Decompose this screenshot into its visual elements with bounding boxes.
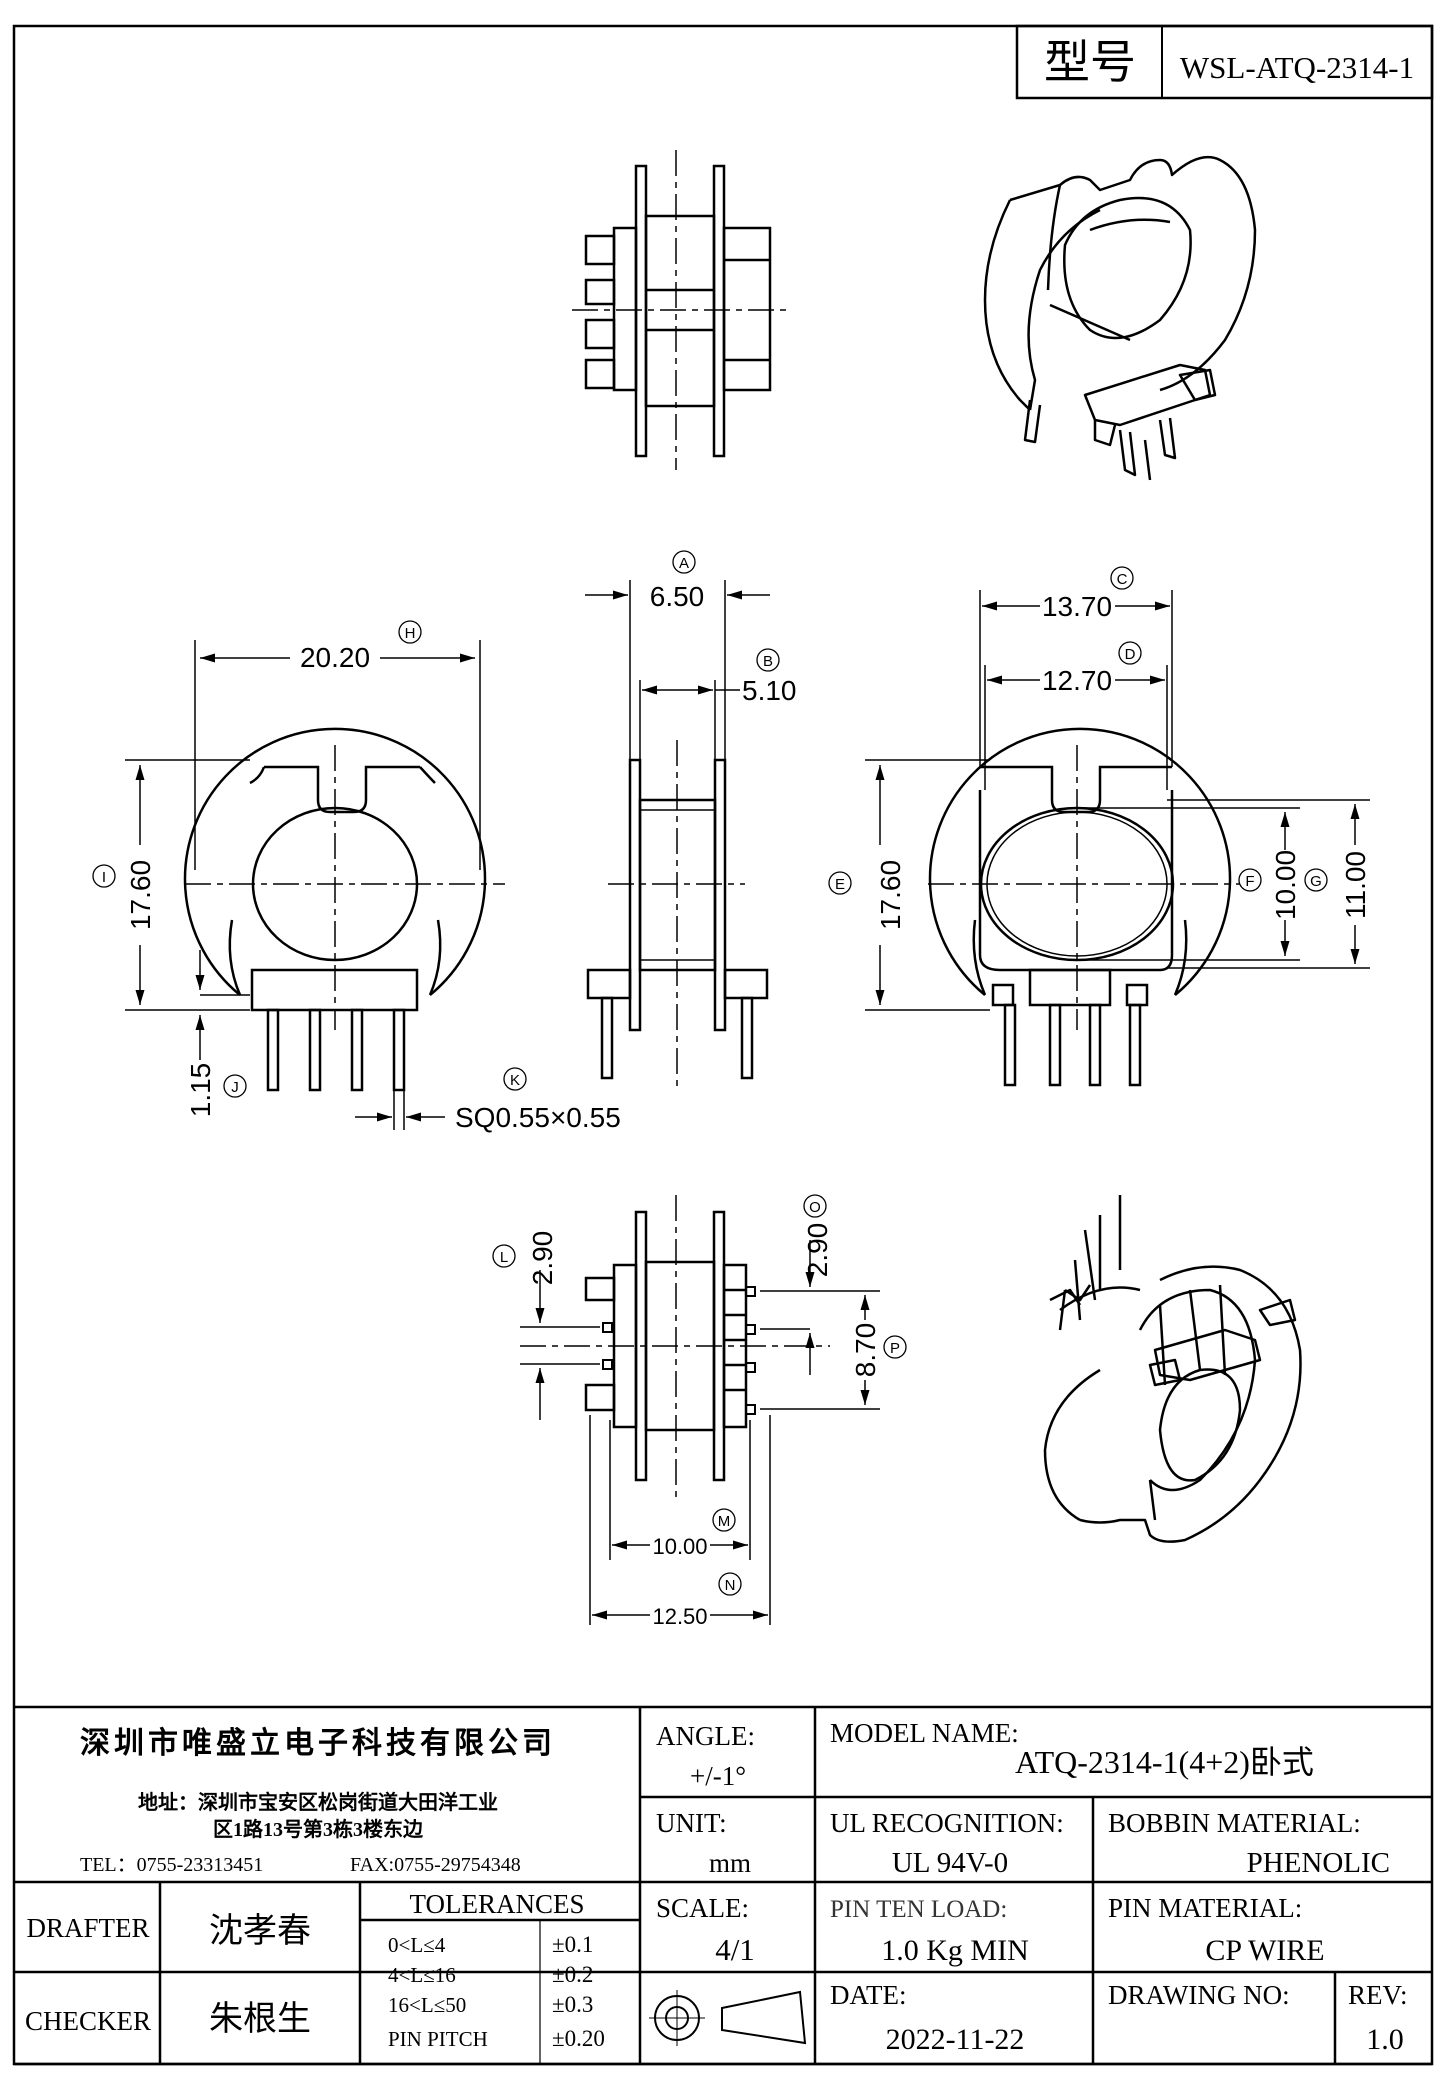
header-model-label: 型号 <box>1044 37 1136 88</box>
dim-c-tag: C <box>1117 571 1128 588</box>
dim-h-value: 20.20 <box>300 642 370 673</box>
company-info: 深圳市唯盛立电子科技有限公司 地址：深圳市宝安区松岗街道大田洋工业 区1路13号… <box>80 1726 556 1876</box>
rev-label: REV: <box>1348 1980 1408 2010</box>
tolerance-range: PIN PITCH <box>388 2027 488 2051</box>
angle-label: ANGLE: <box>656 1721 755 1751</box>
checker-label: CHECKER <box>25 2006 151 2036</box>
dim-i-tag: I <box>102 869 106 886</box>
iso-view-bottom <box>1043 1195 1302 1543</box>
projection-symbol-icon <box>649 1990 807 2046</box>
unit-label: UNIT: <box>656 1808 727 1838</box>
rev-value: 1.0 <box>1366 2023 1404 2056</box>
top-view <box>572 150 790 470</box>
tolerance-value: ±0.1 <box>552 1932 593 1957</box>
company-fax: FAX:0755-29754348 <box>350 1854 521 1876</box>
scale-label: SCALE: <box>656 1893 749 1923</box>
pin-material-label: PIN MATERIAL: <box>1108 1893 1302 1923</box>
dim-e-tag: E <box>835 876 845 893</box>
dim-l-value: 2.90 <box>527 1231 558 1286</box>
tolerance-value: ±0.20 <box>552 2026 605 2051</box>
iso-view-top <box>983 155 1257 481</box>
checker-value: 朱根生 <box>209 2000 311 2038</box>
dim-n-tag: N <box>725 1577 736 1594</box>
dim-d-value: 12.70 <box>1042 665 1112 696</box>
model-name-label: MODEL NAME: <box>830 1718 1019 1748</box>
company-address-2: 区1路13号第3栋3楼东边 <box>213 1817 424 1841</box>
tolerance-value: ±0.2 <box>552 1962 593 1987</box>
dim-e-value: 17.60 <box>875 860 906 930</box>
pin-ten-load-value: 1.0 Kg MIN <box>881 1934 1029 1967</box>
dim-h-tag: H <box>405 625 416 642</box>
front-view-right: 13.70 C 12.70 D 17.60 E 10.00 F 11.00 G <box>828 566 1371 1087</box>
dim-j-value: 1.15 <box>185 1063 216 1118</box>
drafter-value: 沈孝春 <box>209 1912 311 1950</box>
ul-label: UL RECOGNITION: <box>830 1808 1064 1838</box>
tolerance-range: 0<L≤4 <box>388 1933 446 1957</box>
header-model-box: 型号 WSL-ATQ-2314-1 <box>1015 24 1434 100</box>
dim-f-tag: F <box>1245 873 1254 890</box>
dim-k-tag: K <box>510 1072 520 1089</box>
side-view-center: 6.50 A 5.10 B <box>585 550 797 1090</box>
dim-g-value: 11.00 <box>1340 851 1371 919</box>
dim-o-tag: O <box>809 1199 821 1216</box>
title-block-grid <box>14 1705 1432 2066</box>
header-model-value: WSL-ATQ-2314-1 <box>1180 50 1414 85</box>
front-view-left: 20.20 H 17.60 I 1.15 J SQ0.55×0.55 K <box>92 620 621 1133</box>
dim-a-value: 6.50 <box>650 581 705 612</box>
drafter-label: DRAFTER <box>26 1913 149 1943</box>
drawing-no-label: DRAWING NO: <box>1108 1980 1290 2010</box>
dim-k-value: SQ0.55×0.55 <box>455 1102 621 1133</box>
pin-material-value: CP WIRE <box>1205 1934 1324 1967</box>
dim-c-value: 13.70 <box>1042 591 1112 622</box>
tolerance-value: ±0.3 <box>552 1992 593 2017</box>
dim-n-value: 12.50 <box>652 1604 707 1629</box>
tolerance-range: 4<L≤16 <box>388 1963 456 1987</box>
tolerance-range: 16<L≤50 <box>388 1993 466 2017</box>
model-name-value: ATQ-2314-1(4+2)卧式 <box>1015 1744 1314 1780</box>
dim-i-value: 17.60 <box>125 860 156 930</box>
bottom-view: 2.90 L 2.90 O 8.70 P 10.00 M 12.50 N <box>492 1194 907 1629</box>
title-block-fields: ANGLE: +/-1° MODEL NAME: ATQ-2314-1(4+2)… <box>25 1718 1408 2056</box>
company-tel: TEL：0755-23313451 <box>80 1854 263 1876</box>
date-value: 2022-11-22 <box>886 2023 1025 2056</box>
dim-j-tag: J <box>231 1079 239 1096</box>
date-label: DATE: <box>830 1980 907 2010</box>
dim-g-tag: G <box>1310 873 1322 890</box>
dim-f-value: 10.00 <box>1270 850 1301 920</box>
ul-value: UL 94V-0 <box>892 1847 1008 1879</box>
dim-m-value: 10.00 <box>652 1534 707 1559</box>
dim-l-tag: L <box>500 1249 508 1266</box>
unit-value: mm <box>709 1848 751 1878</box>
dim-o-value: 2.90 <box>802 1223 833 1278</box>
scale-value: 4/1 <box>715 1932 755 1967</box>
pin-ten-load-label: PIN TEN LOAD: <box>830 1896 1007 1923</box>
dim-b-tag: B <box>763 653 773 670</box>
dim-d-tag: D <box>1125 646 1136 663</box>
dim-m-tag: M <box>718 1513 731 1530</box>
dim-b-value: 5.10 <box>742 675 797 706</box>
dim-a-tag: A <box>679 555 689 572</box>
company-name: 深圳市唯盛立电子科技有限公司 <box>80 1726 556 1760</box>
dim-p-value: 8.70 <box>850 1323 881 1378</box>
tolerances-label: TOLERANCES <box>409 1889 584 1919</box>
company-address-1: 地址：深圳市宝安区松岗街道大田洋工业 <box>138 1790 498 1814</box>
bobbin-material-value: PHENOLIC <box>1247 1847 1390 1879</box>
bobbin-material-label: BOBBIN MATERIAL: <box>1108 1808 1361 1838</box>
angle-value: +/-1° <box>690 1761 746 1791</box>
dim-p-tag: P <box>890 1340 900 1357</box>
